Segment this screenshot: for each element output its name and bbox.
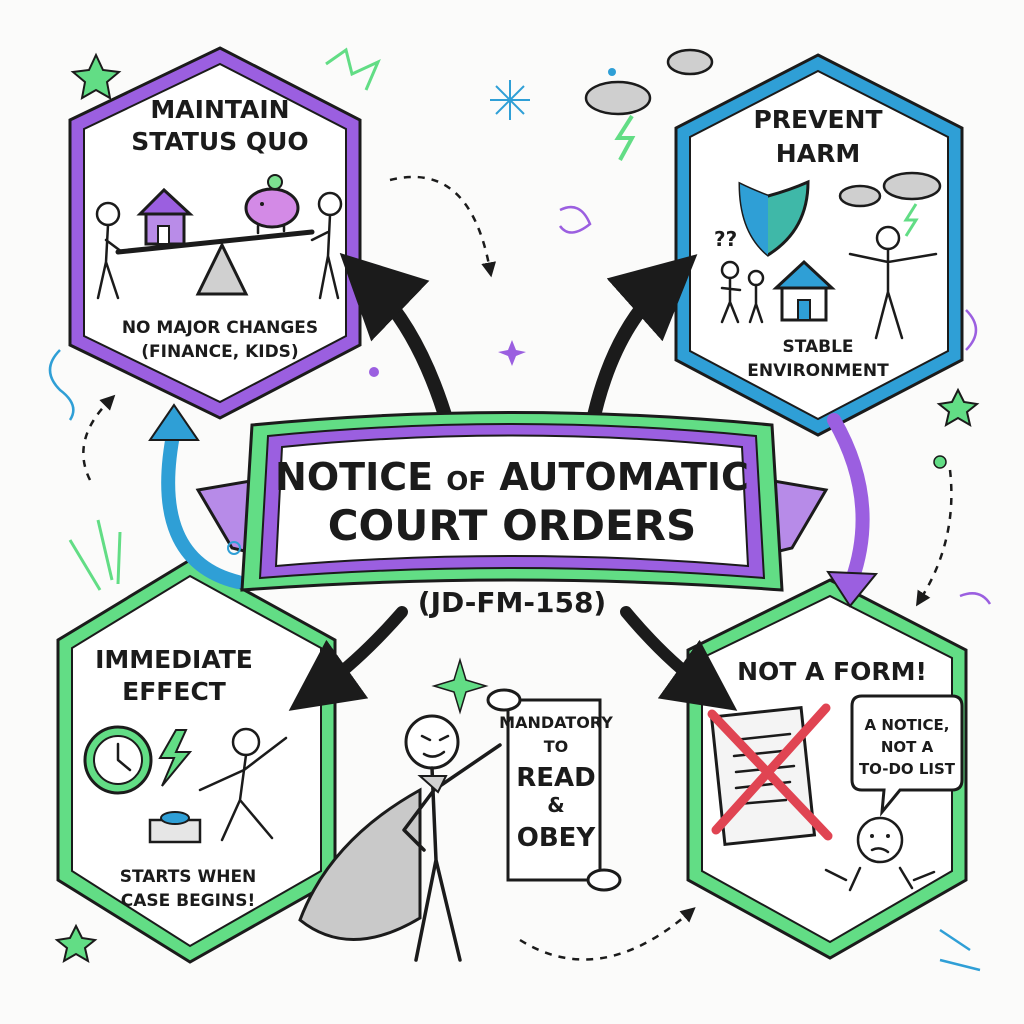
star-icon xyxy=(70,52,122,100)
scroll-line2: TO xyxy=(544,737,569,756)
person-right-icon xyxy=(310,191,343,300)
prevent-harm-caption-line1: STABLE xyxy=(782,337,853,357)
superhero-figure-icon xyxy=(298,714,502,962)
immediate-effect-title-line2: EFFECT xyxy=(122,677,226,706)
status-quo-caption-line2: (FINANCE, KIDS) xyxy=(141,342,298,362)
title-banner: NOTICE OF AUTOMATIC COURT ORDERS (JD-FM-… xyxy=(195,411,829,619)
form-code: (JD-FM-158) xyxy=(418,586,606,619)
panel-immediate-effect: IMMEDIATE EFFECT STARTS WHEN CASE BEGINS… xyxy=(56,558,337,964)
scroll-line4: & xyxy=(547,793,564,817)
protector-figure-icon xyxy=(848,225,938,340)
scroll-icon: MANDATORY TO READ & OBEY xyxy=(486,688,622,892)
panel-maintain-status-quo: MAINTAIN STATUS QUO NO M xyxy=(68,46,362,420)
decorations xyxy=(48,47,992,972)
family-icon: ?? xyxy=(714,227,765,324)
shield-icon xyxy=(738,179,810,257)
immediate-effect-caption-line2: CASE BEGINS! xyxy=(121,891,255,911)
prevent-harm-title-line2: HARM xyxy=(776,139,860,168)
speech-bubble: A NOTICE, NOT A TO-DO LIST xyxy=(850,694,964,817)
bubble-line3: TO-DO LIST xyxy=(859,760,956,778)
title-word-of: OF xyxy=(446,467,486,497)
immediate-effect-caption-line1: STARTS WHEN xyxy=(120,867,257,887)
arrows xyxy=(82,175,953,961)
piggy-bank-icon xyxy=(244,174,300,235)
arrow-to-immediate-effect xyxy=(288,606,408,711)
button-press-icon xyxy=(148,811,202,844)
star-icon xyxy=(54,923,98,964)
title-line2: COURT ORDERS xyxy=(328,501,697,550)
panel-prevent-harm: PREVENT HARM ?? STABLE ENVIRONMENT xyxy=(674,53,964,437)
excited-figure-icon xyxy=(198,727,288,842)
storm-cloud-icon xyxy=(584,48,714,161)
title-word-notice: NOTICE xyxy=(275,455,433,499)
storm-cloud-icon xyxy=(838,171,942,237)
scroll-line1: MANDATORY xyxy=(499,713,613,732)
bubble-line1: A NOTICE, xyxy=(865,716,950,734)
prevent-harm-caption-line2: ENVIRONMENT xyxy=(747,361,889,381)
svg-text:??: ?? xyxy=(714,227,737,251)
home-icon xyxy=(772,259,836,322)
status-quo-title-line2: STATUS QUO xyxy=(131,127,308,156)
person-left-icon xyxy=(95,201,124,300)
panel-not-a-form: NOT A FORM! A NOTICE, NOT A TO-DO LIST xyxy=(686,578,968,960)
status-quo-caption-line1: NO MAJOR CHANGES xyxy=(122,318,318,338)
scroll-line5: OBEY xyxy=(517,823,597,853)
house-icon xyxy=(136,187,194,246)
purple-cycle-arrow xyxy=(827,413,870,587)
red-x-icon xyxy=(707,703,833,841)
blue-cycle-arrow xyxy=(161,423,245,589)
star-icon xyxy=(936,387,980,428)
arrow-to-status-quo xyxy=(339,252,455,432)
title-word-automatic: AUTOMATIC xyxy=(499,455,749,499)
bubble-line2: NOT A xyxy=(881,738,934,756)
arrow-to-prevent-harm xyxy=(585,254,698,432)
lightning-icon xyxy=(158,729,193,787)
not-a-form-title: NOT A FORM! xyxy=(737,657,927,686)
confused-person-icon xyxy=(824,816,936,892)
status-quo-title-line1: MAINTAIN xyxy=(150,95,289,124)
arrow-to-not-a-form xyxy=(620,606,738,711)
immediate-effect-title-line1: IMMEDIATE xyxy=(95,645,253,674)
scroll-line3: READ xyxy=(516,763,596,793)
svg-text:NOTICE OF AUTOMATI: NOTICE OF AUTOMATIC xyxy=(275,455,749,499)
prevent-harm-title-line1: PREVENT xyxy=(753,105,882,134)
clock-icon xyxy=(83,725,153,795)
seesaw-icon xyxy=(115,229,315,296)
